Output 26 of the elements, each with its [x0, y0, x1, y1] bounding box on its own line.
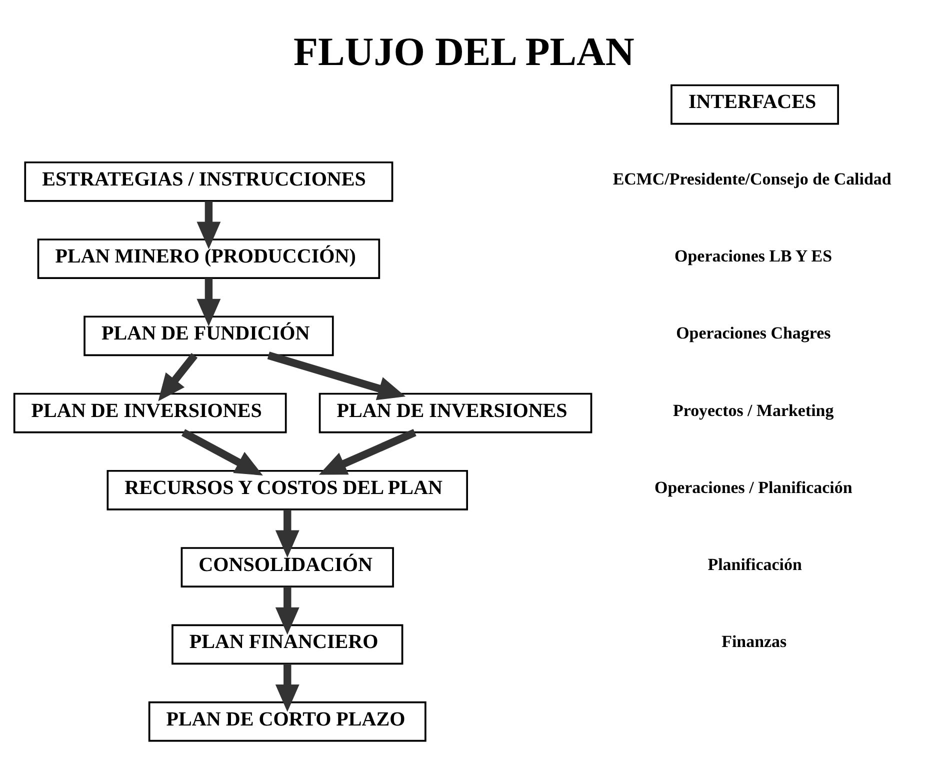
diagram-title: FLUJO DEL PLAN	[294, 28, 634, 74]
node-box: PLAN MINERO (PRODUCCIÓN)	[37, 238, 380, 279]
node-box: INTERFACES	[670, 84, 839, 125]
arrow	[158, 352, 198, 402]
arrow	[275, 586, 300, 635]
arrow	[275, 510, 300, 558]
label: Operaciones Chagres	[676, 324, 831, 343]
node-box: RECURSOS Y COSTOS DEL PLAN	[106, 470, 468, 510]
node-box: CONSOLIDACIÓN	[180, 547, 394, 588]
node-box: PLAN DE FUNDICIÓN	[84, 316, 334, 356]
node-box: PLAN DE CORTO PLAZO	[148, 701, 426, 742]
arrow	[267, 352, 406, 400]
label: ECMC/Presidente/Consejo de Calidad	[612, 169, 892, 188]
label: Operaciones / Planificación	[654, 478, 852, 497]
label: Proyectos / Marketing	[673, 400, 834, 420]
node-box: PLAN DE INVERSIONES	[318, 392, 592, 434]
node-box: PLAN DE INVERSIONES	[13, 392, 287, 434]
label: Planificación	[708, 555, 802, 574]
arrow	[196, 278, 221, 326]
arrow	[196, 201, 221, 250]
arrow	[275, 664, 300, 712]
label: Operaciones LB Y ES	[674, 246, 832, 266]
node-box: ESTRATEGIAS / INSTRUCCIONES	[24, 161, 394, 202]
node-box: PLAN FINANCIERO	[172, 624, 404, 665]
arrow	[181, 429, 263, 476]
label: Finanzas	[722, 632, 787, 652]
